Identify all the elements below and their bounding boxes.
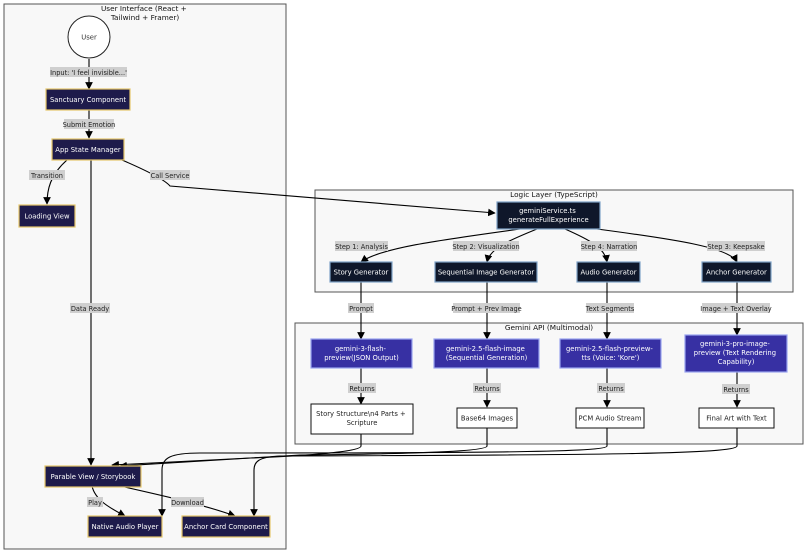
node-user-label: User <box>81 34 97 42</box>
edge-label-download: Download <box>171 499 204 507</box>
node-parable-view: Parable View / Storybook <box>44 465 142 488</box>
node-result-images: Base64 Images <box>456 407 518 429</box>
edge-label-prompt: Prompt <box>349 305 373 313</box>
node-native-audio-player: Native Audio Player <box>87 515 163 538</box>
edge-label-returns-4: Returns <box>723 386 749 394</box>
node-app-state-manager: App State Manager <box>51 138 125 161</box>
edge-raudio-audioplayer <box>158 428 608 517</box>
node-model-image-line2: (Sequential Generation) <box>446 354 528 362</box>
node-anchor-card-component: Anchor Card Component <box>181 515 271 538</box>
node-audio-gen-label: Audio Generator <box>581 269 637 277</box>
edge-label-returns-1: Returns <box>349 385 375 393</box>
node-result-images-label: Base64 Images <box>461 415 514 423</box>
edge-service-anchor <box>596 228 738 263</box>
node-service-line2: generateFullExperience <box>508 216 588 224</box>
node-app-state-label: App State Manager <box>55 146 121 154</box>
node-sanctuary-label: Sanctuary Component <box>50 96 126 104</box>
edge-label-data-ready: Data Ready <box>71 305 109 313</box>
node-result-audio-label: PCM Audio Stream <box>579 415 642 423</box>
node-model-flash-label: gemini-3-flash- preview(JSON Output) <box>324 345 399 362</box>
node-story-gen-label: Story Generator <box>334 269 389 277</box>
node-audio-player-label: Native Audio Player <box>92 523 159 531</box>
node-service-label: geminiService.ts generateFullExperience <box>508 207 588 224</box>
node-model-flash-line2: preview(JSON Output) <box>324 354 399 362</box>
edge-label-input: Input: 'I feel invisible...' <box>50 69 127 77</box>
edge-label-step1: Step 1: Analysis <box>335 243 388 251</box>
node-model-pro: gemini-3-pro-image- preview (Text Render… <box>684 334 788 373</box>
node-service-line1: geminiService.ts <box>519 207 576 215</box>
node-result-story-label: Story Structure\n4 Parts + Scripture <box>316 410 408 427</box>
cluster-title-logic: Logic Layer (TypeScript) <box>510 190 598 199</box>
edge-parable-audioplayer <box>91 485 126 517</box>
cluster-title-api: Gemini API (Multimodal) <box>505 323 593 332</box>
node-user: User <box>67 15 111 59</box>
edge-appstate-loading <box>43 159 68 205</box>
edge-label-returns-2: Returns <box>474 385 500 393</box>
node-parable-label: Parable View / Storybook <box>51 473 136 481</box>
cluster-title-ui-line1: User Interface (React + <box>101 4 187 13</box>
node-model-pro-line3: Capability) <box>718 358 755 366</box>
node-model-image-line1: gemini-2.5-flash-image <box>446 345 525 353</box>
edge-label-submit: Submit Emotion <box>63 121 116 129</box>
node-loading-label: Loading View <box>24 213 70 221</box>
node-model-tts-label: gemini-2.5-flash-preview- tts (Voice: 'K… <box>566 345 655 362</box>
node-result-audio: PCM Audio Stream <box>575 407 645 429</box>
node-anchor-card-label: Anchor Card Component <box>184 523 268 531</box>
node-anchor-generator: Anchor Generator <box>701 261 772 283</box>
cluster-title-ui-line2: Tailwind + Framer) <box>110 13 180 22</box>
edge-label-image-overlay: Image + Text Overlay <box>700 305 772 313</box>
node-loading-view: Loading View <box>18 204 76 228</box>
edge-label-transition: Transition <box>30 172 63 180</box>
node-model-pro-label: gemini-3-pro-image- preview (Text Render… <box>694 340 778 366</box>
edge-label-returns-3: Returns <box>598 385 624 393</box>
node-result-story: Story Structure\n4 Parts + Scripture <box>310 403 414 435</box>
node-audio-generator: Audio Generator <box>576 261 641 283</box>
edge-label-play: Play <box>88 499 102 507</box>
node-image-gen-label: Sequential Image Generator <box>438 269 535 277</box>
node-result-art: Final Art with Text <box>698 407 775 429</box>
edge-labels: Input: 'I feel invisible...' Submit Emot… <box>29 67 772 507</box>
cluster-title-ui: User Interface (React + Tailwind + Frame… <box>101 4 189 22</box>
node-model-pro-line2: preview (Text Rendering <box>694 349 776 357</box>
node-gemini-service: geminiService.ts generateFullExperience <box>496 201 601 230</box>
node-model-flash-line1: gemini-3-flash- <box>335 345 387 353</box>
edge-label-call-service: Call Service <box>151 172 190 180</box>
edge-label-prompt-prev: Prompt + Prev Image <box>451 305 522 313</box>
edge-label-step4: Step 4: Narration <box>581 243 638 251</box>
node-model-image: gemini-2.5-flash-image (Sequential Gener… <box>433 338 540 369</box>
edge-label-segments: Text Segments <box>585 305 635 313</box>
node-model-pro-line1: gemini-3-pro-image- <box>700 340 770 348</box>
edge-rart-anchorcard <box>250 428 738 517</box>
node-result-story-line2: Scripture <box>347 419 378 427</box>
node-sanctuary-component: Sanctuary Component <box>45 88 131 111</box>
node-sequential-image-generator: Sequential Image Generator <box>434 261 538 283</box>
node-model-tts-line2: tts (Voice: 'Kore') <box>582 354 640 362</box>
node-model-tts-line1: gemini-2.5-flash-preview- <box>566 345 653 353</box>
node-model-flash: gemini-3-flash- preview(JSON Output) <box>310 338 413 369</box>
node-story-generator: Story Generator <box>329 261 393 283</box>
edge-service-story <box>360 228 521 263</box>
edge-label-step2: Step 2: Visualization <box>452 243 519 251</box>
node-anchor-gen-label: Anchor Generator <box>706 269 767 277</box>
edge-label-step3: Step 3: Keepsake <box>707 243 764 251</box>
node-result-story-line1: Story Structure\n4 Parts + <box>316 410 406 418</box>
node-model-tts: gemini-2.5-flash-preview- tts (Voice: 'K… <box>559 338 662 369</box>
node-model-image-label: gemini-2.5-flash-image (Sequential Gener… <box>446 345 528 362</box>
node-result-art-label: Final Art with Text <box>706 415 767 423</box>
